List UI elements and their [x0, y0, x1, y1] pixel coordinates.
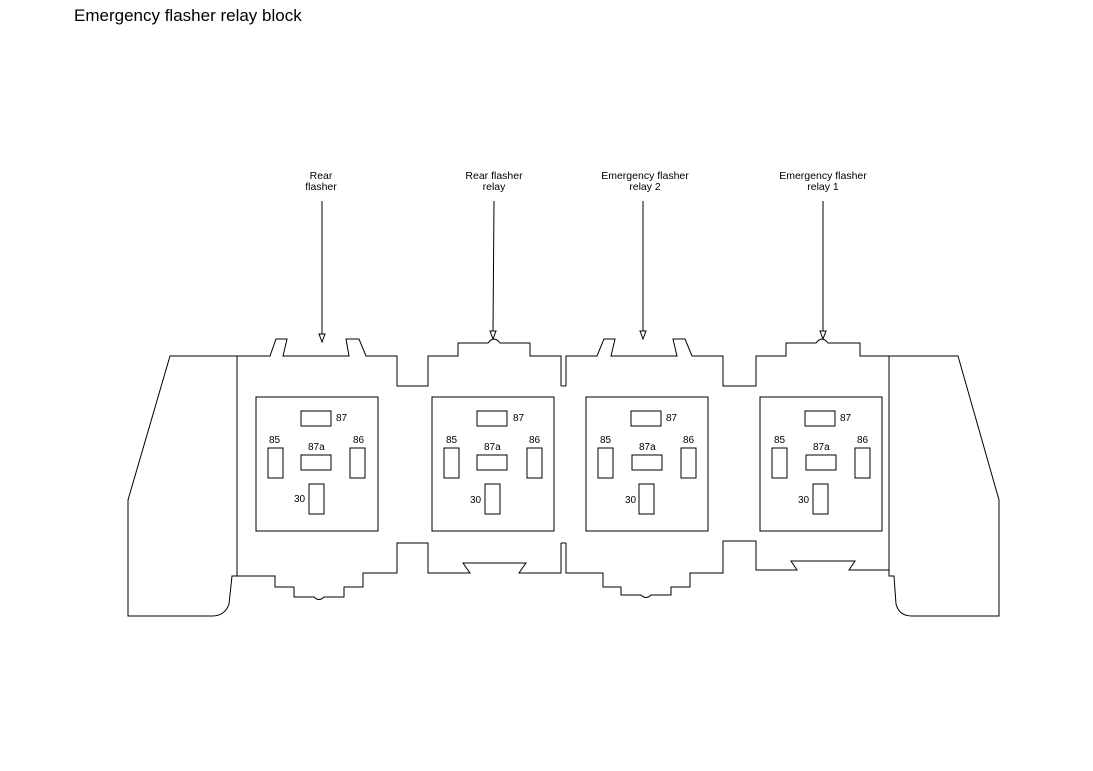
terminal-87 — [804, 410, 836, 427]
terminal-87-label: 87 — [336, 413, 348, 424]
left-end-cap — [127, 355, 238, 617]
terminal-30 — [812, 483, 829, 515]
callout-label-line-1: Rear flasher — [465, 170, 523, 182]
terminal-30-label: 30 — [470, 495, 482, 506]
terminal-87a — [300, 454, 332, 471]
callout-label-line-1: Emergency flasher — [779, 170, 867, 182]
block-bottom-edge — [232, 542, 562, 600]
terminal-85 — [443, 447, 460, 479]
callout-label-line-1: Rear — [310, 170, 333, 182]
terminal-86-label: 86 — [857, 435, 869, 446]
callout-arrowhead — [489, 330, 497, 341]
terminal-85 — [771, 447, 788, 479]
terminal-87 — [630, 410, 662, 427]
block-bottom-edge-2 — [565, 540, 890, 598]
relay-slot-rear-flasher: 87 85 87a 86 30 — [255, 396, 379, 532]
callout-rear-flasher: Rear flasher — [305, 170, 337, 344]
terminal-85 — [597, 447, 614, 479]
right-end-cap — [888, 355, 1000, 617]
terminal-87 — [476, 410, 508, 427]
terminal-86-label: 86 — [529, 435, 541, 446]
relay-socket — [431, 396, 555, 532]
callout-emergency-flasher-relay-1: Emergency flasher relay 1 — [779, 170, 867, 341]
callout-label-line-2: relay 2 — [629, 181, 661, 193]
terminal-85-label: 85 — [269, 435, 281, 446]
relay-socket — [759, 396, 883, 532]
terminal-87-label: 87 — [840, 413, 852, 424]
terminal-30-label: 30 — [625, 495, 637, 506]
terminal-86-label: 86 — [683, 435, 695, 446]
callout-arrowhead — [318, 333, 326, 344]
relay-slot-emergency-flasher-relay-2: 87 85 87a 86 30 — [585, 396, 709, 532]
callout-arrowhead — [639, 330, 647, 341]
terminal-87a-label: 87a — [484, 442, 501, 453]
terminal-87-label: 87 — [666, 413, 678, 424]
terminal-87a-label: 87a — [813, 442, 830, 453]
terminal-30 — [308, 483, 325, 515]
terminal-86-label: 86 — [353, 435, 365, 446]
terminal-86 — [526, 447, 543, 479]
terminal-85 — [267, 447, 284, 479]
terminal-30 — [484, 483, 501, 515]
block-top-edge — [237, 338, 562, 387]
terminal-30-label: 30 — [798, 495, 810, 506]
callout-label-line-2: relay — [483, 181, 507, 193]
terminal-87a-label: 87a — [308, 442, 325, 453]
callout-label-line-2: relay 1 — [807, 181, 839, 193]
terminal-87 — [300, 410, 332, 427]
terminal-87a — [805, 454, 837, 471]
terminal-85-label: 85 — [774, 435, 786, 446]
terminal-87-label: 87 — [513, 413, 525, 424]
terminal-87a-label: 87a — [639, 442, 656, 453]
relay-slot-rear-flasher-relay: 87 85 87a 86 30 — [431, 396, 555, 532]
callout-label-line-2: flasher — [305, 181, 337, 193]
terminal-87a — [476, 454, 508, 471]
terminal-86 — [349, 447, 366, 479]
terminal-85-label: 85 — [446, 435, 458, 446]
callout-arrowhead — [819, 330, 827, 341]
callout-label-line-1: Emergency flasher — [601, 170, 689, 182]
page-title: Emergency flasher relay block — [74, 6, 302, 25]
terminal-86 — [680, 447, 697, 479]
terminal-85-label: 85 — [600, 435, 612, 446]
callout-emergency-flasher-relay-2: Emergency flasher relay 2 — [601, 170, 689, 341]
relay-socket — [585, 396, 709, 532]
block-top-edge-2 — [565, 338, 889, 387]
relay-slot-emergency-flasher-relay-1: 87 85 87a 86 30 — [759, 396, 883, 532]
relay-socket — [255, 396, 379, 532]
callout-rear-flasher-relay: Rear flasher relay — [465, 170, 523, 341]
terminal-87a — [631, 454, 663, 471]
callout-leader-line — [492, 200, 495, 332]
terminal-30-label: 30 — [294, 494, 306, 505]
terminal-30 — [638, 483, 655, 515]
terminal-86 — [854, 447, 871, 479]
